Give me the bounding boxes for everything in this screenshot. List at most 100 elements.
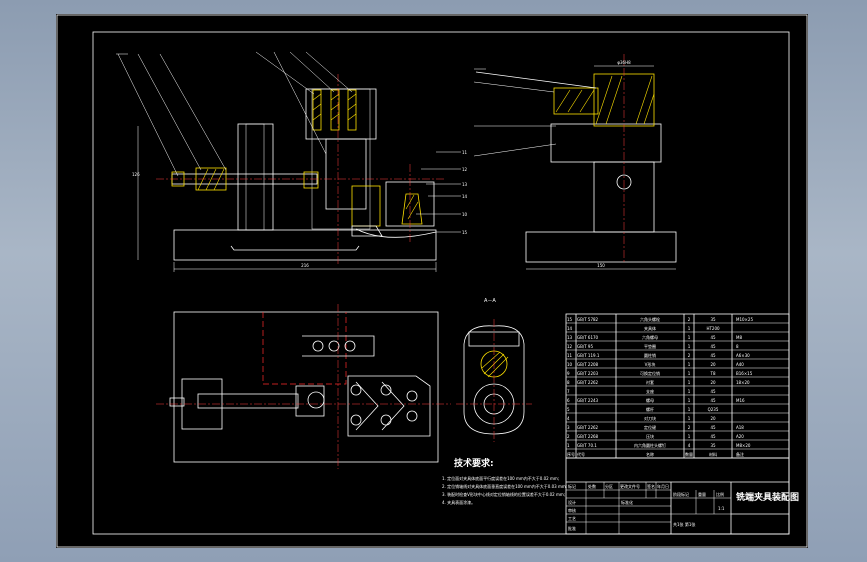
section-a-a: A－A [456,298,532,442]
bom-cell-mat: T8 [710,371,716,376]
tb-stage: 阶段标记 [673,491,689,497]
bom-cell-note: M16 [736,398,745,403]
bom-cell-no: 4 [567,416,570,421]
bom-cell-note: M10×25 [736,317,753,322]
title-block: 标记 处数 分区 更改文件号 签名 年月日 设计 标准化 审核 工艺 批准 阶段… [565,457,799,535]
tb-role-approve: 批准 [568,525,576,531]
bom-header-note: 备注 [736,451,744,457]
bom-cell-name: 圆柱销 [644,352,656,358]
tb-change: 更改文件号 [620,483,640,489]
bom-header-no: 序号 [567,451,575,457]
bom-header-code: 代号 [577,451,585,457]
base-plate [173,229,437,261]
bom-cell-name: 夹具体 [644,325,656,331]
bom-cell-code: GB/T 2208 [577,362,599,367]
bom-cell-qty: 4 [688,443,691,448]
svg-text:10: 10 [462,212,468,217]
bom-cell-note: B16×15 [736,371,753,376]
bom-cell-code: GB/T 95 [577,344,593,349]
tb-scale-label: 比例 [716,491,724,497]
bom-cell-qty: 1 [688,380,691,385]
tb-role-review: 审核 [568,507,576,513]
tb-std: 标准化 [621,499,633,505]
bom-cell-code: GB/T 2243 [577,398,599,403]
dim-side-top: φ36H8 [617,60,631,65]
bom-cell-qty: 1 [688,326,691,331]
tb-sheets: 共1张 第1张 [673,521,695,527]
tb-weight: 重量 [698,491,706,497]
tb-mark: 标记 [568,483,576,489]
bom-cell-mat: 35 [710,317,716,322]
bom-cell-name: 定位键 [644,424,656,430]
bom-cell-code: GB/T 2262 [577,425,599,430]
top-view [156,304,451,469]
bom-cell-name: 内六角圆柱头螺钉 [634,442,666,448]
bom-cell-code: GB/T 2262 [577,380,599,385]
tb-role-design: 设计 [568,499,576,505]
svg-text:11: 11 [462,150,468,155]
bom-cell-mat: 45 [710,335,716,340]
bom-cell-qty: 1 [688,371,691,376]
bom-cell-mat: 45 [710,398,716,403]
side-view: 150 φ36H8 [473,54,677,270]
bom-cell-note: 18×20 [736,380,750,385]
svg-text:12: 12 [462,167,468,172]
svg-text:14: 14 [462,194,468,199]
bom-cell-no: 12 [567,344,573,349]
tech-requirements: 技术要求: 1. 定位面对夹具体底面平行度误差在100 mm内不大于0.02 m… [442,457,567,505]
bom-cell-name: 螺母 [646,397,654,403]
bom-header-name: 名称 [646,451,654,457]
bom-cell-name: 六角螺母 [642,334,658,340]
bom-cell-note: A40 [736,362,744,367]
tb-date: 年月日 [657,483,669,489]
bom-cell-qty: 1 [688,434,691,439]
bom-cell-no: 6 [567,398,570,403]
bom-cell-name: 螺杆 [646,406,654,412]
bom-cell-mat: 35 [710,443,716,448]
bom-cell-mat: 45 [710,389,716,394]
bom-cell-no: 11 [567,353,573,358]
tb-zone: 分区 [605,483,613,489]
bom-cell-qty: 2 [688,425,691,430]
bom-cell-qty: 1 [688,416,691,421]
bom-cell-code: GB/T 2268 [577,434,599,439]
bom-cell-qty: 1 [688,335,691,340]
dim-front-height: 126 [132,172,140,177]
bom-cell-name: 衬套 [646,379,654,385]
side-base [525,231,677,263]
bom-cell-mat: 45 [710,425,716,430]
bom-cell-note: M8 [736,335,742,340]
bom-cell-code: GB/T 6170 [577,335,599,340]
dim-front-width: 216 [301,263,309,268]
bom-cell-qty: 1 [688,344,691,349]
bom-cell-mat: 45 [710,344,716,349]
bom-cell-mat: HT200 [706,326,720,331]
bom-cell-code: GB/T 5782 [577,317,599,322]
left-upright [237,123,274,231]
bom-cell-name: 压块 [646,433,654,439]
bom-header-mat: 材料 [709,451,717,457]
bom-cell-mat: 20 [710,380,716,385]
tech-item-3: 3. 装配时检查V形块中心线对定位销轴线的位置误差不大于0.02 mm; [442,491,565,497]
tech-heading: 技术要求: [454,457,494,469]
bom-cell-no: 15 [567,317,573,322]
bom-cell-no: 8 [567,380,570,385]
tb-scale: 1:1 [718,506,725,511]
bom-cell-qty: 1 [688,398,691,403]
bom-cell-mat: 20 [710,362,716,367]
bom-cell-name: V形块 [645,361,656,367]
drawing-title: 铣端夹具装配图 [736,491,799,503]
tech-item-2: 2. 定位销轴线对夹具体底面垂直度误差在100 mm内不大于0.03 mm; [442,483,567,489]
bom-cell-qty: 1 [688,407,691,412]
bom-cell-no: 9 [567,371,570,376]
bom-cell-note: A6×30 [736,353,750,358]
dim-side-width: 150 [597,263,605,268]
bom-cell-qty: 1 [688,362,691,367]
tb-count: 处数 [588,483,596,489]
bom-cell-note: M8×20 [736,443,751,448]
bom-cell-qty: 2 [688,317,691,322]
